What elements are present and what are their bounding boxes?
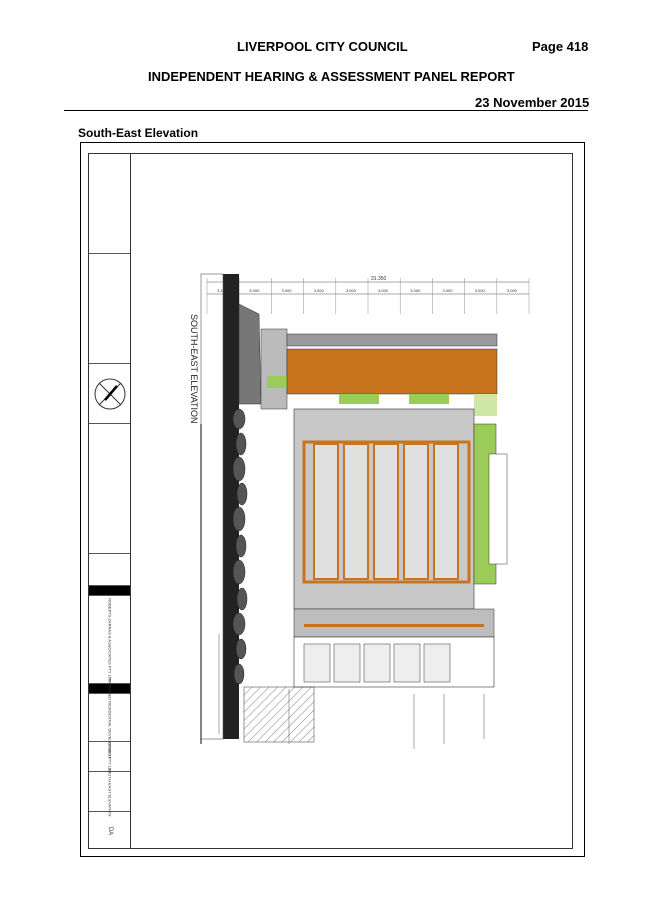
upper-green-b	[409, 394, 449, 404]
ramp-structure	[238, 303, 262, 405]
dimension-label: 3.000	[346, 288, 357, 293]
council-name: LIVERPOOL CITY COUNCIL	[237, 39, 408, 54]
report-date: 23 November 2015	[475, 95, 590, 110]
north-point	[89, 364, 130, 424]
overall-dim: 31.350	[371, 276, 387, 282]
dimension-ticks	[206, 278, 530, 314]
dimension-labels: 3.100 3.000 3.000 3.000 3.000 3.000 3.000 3.000…	[217, 288, 518, 293]
upper-green-a	[339, 394, 379, 404]
project-block: PROPOSED RESIDENTIAL DEVELOPMENT	[89, 677, 130, 758]
roof-band	[286, 333, 498, 347]
client-block: RESIDU PTY LTD	[89, 740, 130, 773]
stamp-block	[89, 554, 130, 586]
report-title: INDEPENDENT HEARING & ASSESSMENT PANEL R…	[148, 69, 515, 84]
figure-frame	[80, 142, 585, 857]
compass-icon	[94, 378, 126, 410]
elevation-drawing: ROBERTS ZARRAS & ASSOCIATES PTY LTD PROP…	[88, 153, 573, 849]
dimension-label: 3.000	[507, 288, 518, 293]
lower-orange-strip	[304, 624, 484, 627]
side-balconies	[488, 453, 508, 565]
dimension-label: 3.000	[410, 288, 421, 293]
blank-block	[89, 424, 130, 554]
facade-frame	[302, 440, 471, 584]
firm-bar	[89, 586, 130, 596]
dimension-label: 3.000	[378, 288, 389, 293]
project-bar	[89, 684, 130, 694]
dimension-label: 3.000	[443, 288, 454, 293]
title-block: ROBERTS ZARRAS & ASSOCIATES PTY LTD PROP…	[89, 154, 131, 848]
leader-lines	[218, 634, 485, 749]
lower-band	[293, 608, 495, 638]
page-number: Page 418	[532, 39, 589, 54]
dimension-label: 3.100	[217, 288, 228, 293]
dimension-label: 3.000	[475, 288, 486, 293]
entry-lobby	[260, 328, 288, 410]
landscape-rocks	[232, 408, 248, 685]
ground-floor-bays	[303, 643, 451, 683]
dimension-label: 3.000	[249, 288, 260, 293]
elevation-title: SOUTH-EAST ELEVATION	[189, 314, 199, 424]
dimension-label: 3.000	[314, 288, 325, 293]
sheet-title-block: SOUTH-EAST ELEVATION	[89, 767, 130, 816]
dimension-label: 3.000	[282, 288, 293, 293]
elevation-svg: 31.350 3.100 3.000 3.000 3.000 3.000 3.000 3.0…	[189, 273, 530, 749]
facade-bays	[313, 443, 459, 580]
header-rule	[64, 110, 588, 111]
firm-block: ROBERTS ZARRAS & ASSOCIATES PTY LTD	[89, 596, 130, 684]
notes-block	[89, 254, 130, 364]
revision-table	[89, 154, 130, 254]
ground-strip	[200, 273, 224, 740]
lobby-green	[267, 376, 287, 388]
figure-caption: South-East Elevation	[78, 126, 199, 140]
hatched-base	[243, 686, 315, 743]
upper-level	[286, 348, 498, 395]
upper-green-c	[474, 394, 497, 416]
